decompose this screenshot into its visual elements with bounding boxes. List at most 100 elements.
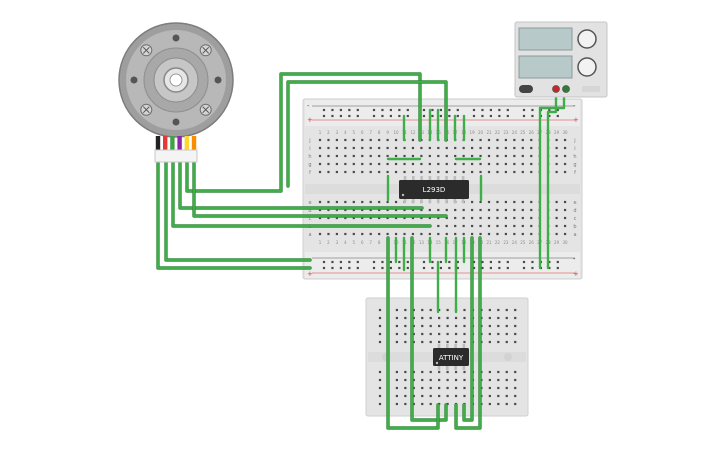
wire-motor-5[interactable] [185,72,422,193]
breadboard-hole [378,370,382,374]
breadboard-hole [420,216,423,220]
wire-motor-4[interactable] [178,160,424,210]
power-supply-switch[interactable] [519,85,533,93]
wire-motor-3[interactable] [171,160,432,228]
breadboard-hole [514,394,517,398]
rail-hole [506,114,509,118]
breadboard-hole [555,138,558,142]
breadboard-hole [514,308,517,312]
breadboard-hole [513,224,516,228]
breadboard-hole [513,200,516,204]
breadboard-hole [504,216,507,220]
breadboard-hole [404,378,407,382]
rail-hole [389,108,392,112]
wire-motor-2[interactable] [164,160,312,262]
breadboard-hole [421,378,424,382]
breadboard-hole [361,200,364,204]
wire-to-attiny-a[interactable] [410,236,448,422]
breadboard-hole [386,216,389,220]
dc-motor[interactable] [118,22,234,163]
row-letter: j [308,138,310,144]
breadboard-hole [504,208,507,212]
wire-psu-positive[interactable] [546,90,558,270]
breadboard-hole [504,162,507,166]
breadboard-hole [394,162,398,166]
column-number-bottom: 29 [554,240,560,245]
rail-hole [348,114,351,118]
breadboard-hole [318,232,322,236]
rail-hole [422,114,426,118]
breadboard-hole [438,340,441,344]
breadboard-hole [446,308,449,312]
breadboard-hole [513,208,516,212]
breadboard-hole [318,170,322,174]
breadboard-hole [369,208,372,212]
breadboard-hole [428,216,431,220]
wire-loop-top[interactable] [286,80,448,188]
rail-hole [522,108,526,112]
breadboard-hole [471,138,474,142]
motor-lead [155,136,161,151]
wire-psu-negative[interactable] [538,90,566,270]
wire-to-attiny-c[interactable] [462,236,474,422]
breadboard-hole [344,170,347,174]
breadboard-hole [555,154,558,158]
wire-motor-6[interactable] [192,160,448,218]
breadboard-hole [487,232,491,236]
rail-hole [372,266,376,270]
power-supply-knob-current[interactable] [577,57,597,77]
rail-hole [356,266,359,270]
breadboard-hole [327,170,330,174]
breadboard-hole [352,162,355,166]
l293d-pin1-dot [401,193,405,197]
main-breadboard-top-rail [305,100,580,126]
breadboard-hole [488,332,491,336]
top-rail-minus-sign: - [307,102,310,110]
wires [156,72,566,430]
column-number-top: 25 [520,130,526,135]
power-supply-knob-voltage[interactable] [577,29,597,49]
breadboard-hole [394,146,398,150]
wire-motor-1[interactable] [156,160,312,270]
breadboard-hole [488,378,491,382]
breadboard-hole [563,138,567,142]
motor-connector [154,149,198,163]
ic-pin [412,176,415,180]
breadboard-hole [514,370,517,374]
breadboard-hole [471,216,474,220]
attiny-chip[interactable]: ATTINY [433,344,469,370]
breadboard-hole [463,316,466,320]
breadboard-hole [463,386,466,390]
breadboard-hole [403,146,406,150]
column-number-bottom: 13 [419,240,425,245]
column-number-top: 3 [336,130,339,135]
ic-pin [420,176,423,180]
breadboard-hole [496,208,499,212]
breadboard-hole [386,200,389,204]
breadboard-hole [445,224,448,228]
power-supply-terminal-positive[interactable] [552,85,560,93]
breadboard-hole [462,224,465,228]
breadboard-hole [497,402,500,406]
rail-hole [506,108,509,112]
rail-hole [322,108,326,112]
rail-hole [339,114,342,118]
breadboard-hole [471,154,474,158]
breadboard-hole [412,324,415,328]
breadboard-hole [429,378,432,382]
breadboard-hole [487,224,491,228]
wire-to-attiny-d[interactable] [454,236,482,430]
breadboard-hole [446,402,449,406]
ic-pin [446,344,449,348]
breadboard-hole [505,402,508,406]
breadboard-hole [563,170,567,174]
bottom-rail-plus-sign-right: + [573,270,579,278]
power-supply[interactable] [514,21,608,98]
power-supply-terminal-negative[interactable] [562,85,570,93]
column-number-top: 22 [495,130,501,135]
l293d-chip[interactable]: L293D [399,176,469,203]
breadboard-hole [454,324,458,328]
breadboard-hole [497,370,500,374]
breadboard-hole [318,154,322,158]
wire-to-attiny-b[interactable] [386,236,440,430]
